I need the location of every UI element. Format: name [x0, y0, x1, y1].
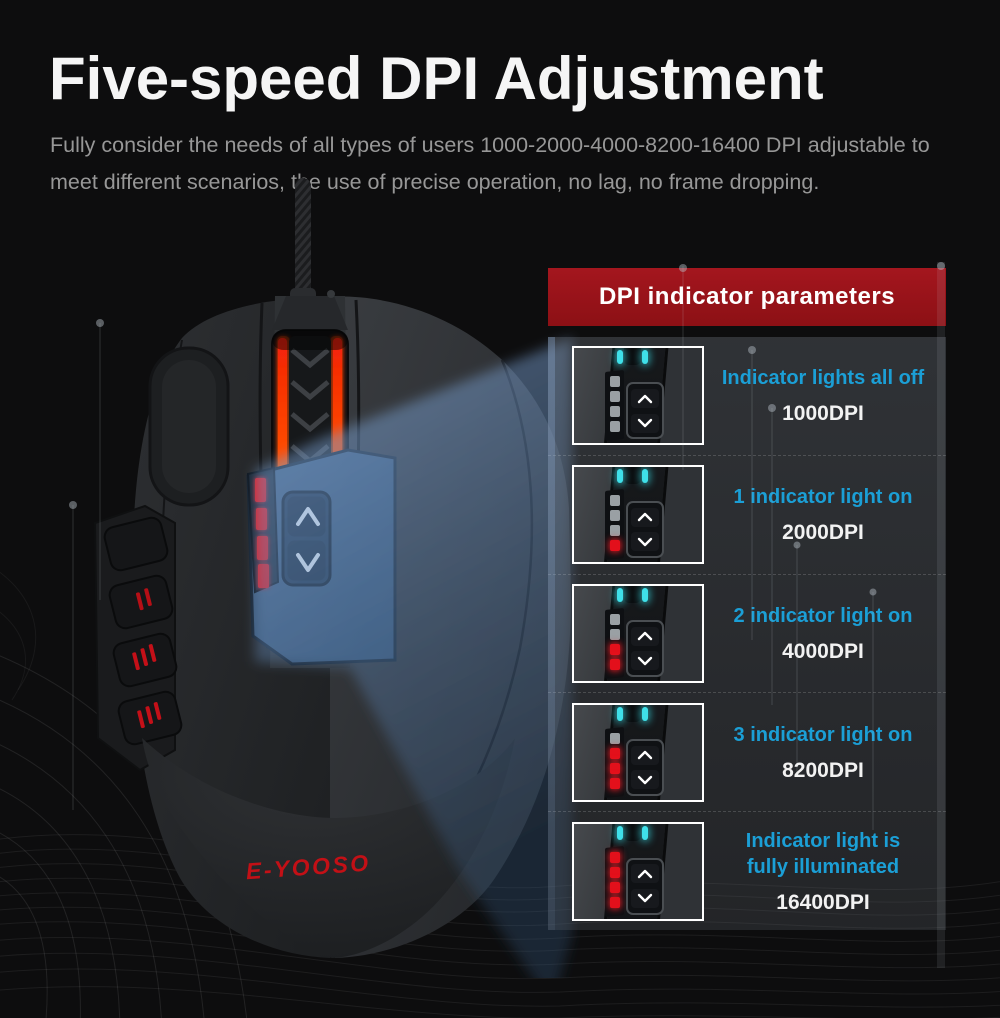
led: [610, 747, 620, 759]
dpi-buttons: [626, 619, 664, 677]
chevron-up-icon: [637, 513, 653, 522]
scroll-wheel-top: [624, 704, 641, 722]
dpi-up-button: [631, 507, 659, 527]
row-text: 1 indicator light on 2000DPI: [704, 484, 946, 545]
dpi-buttons: [626, 857, 664, 915]
led: [610, 540, 620, 552]
dpi-indicator-thumbnail: [572, 346, 704, 446]
dpi-buttons: [626, 382, 664, 440]
chevron-up-icon: [637, 750, 653, 760]
dpi-buttons: [626, 738, 664, 796]
cyan-light-right: [642, 587, 648, 602]
led: [610, 881, 620, 893]
cyan-light-right: [642, 825, 648, 840]
chevron-down-icon: [637, 418, 653, 428]
row-dpi: 8200DPI: [782, 758, 864, 782]
cyan-light-right: [642, 469, 648, 484]
row-dpi: 1000DPI: [782, 402, 864, 426]
row-text: Indicator lights all off 1000DPI: [704, 365, 946, 426]
chevron-up-icon: [637, 869, 653, 879]
chevron-up-icon: [637, 394, 653, 403]
dpi-parameters-table: Indicator lights all off 1000DPI: [548, 337, 946, 930]
led: [610, 628, 620, 640]
row-label: 3 indicator light on: [733, 723, 913, 746]
row-label: 2 indicator light on: [733, 604, 913, 627]
scroll-wheel-top: [624, 823, 641, 841]
dpi-indicator-thumbnail: [572, 465, 704, 565]
row-text: Indicator light is fully illuminated 164…: [704, 828, 946, 915]
dpi-up-button: [631, 389, 659, 409]
scroll-wheel-top: [624, 348, 641, 366]
led: [610, 421, 620, 433]
led: [610, 896, 620, 908]
dpi-down-button: [631, 532, 659, 552]
dpi-up-button: [631, 745, 659, 765]
dpi-buttons: [626, 501, 664, 559]
side-button-pod: [93, 504, 183, 772]
led: [610, 851, 620, 863]
dpi-up-button: [631, 626, 659, 646]
cyan-light-left: [617, 469, 623, 484]
led: [610, 613, 620, 625]
cyan-light-left: [617, 587, 623, 602]
cyan-light-left: [617, 825, 623, 840]
dpi-up-button: [631, 864, 659, 884]
dpi-table-row: Indicator lights all off 1000DPI: [548, 337, 946, 455]
scroll-wheel-top: [624, 585, 641, 603]
dpi-indicator-thumbnail: [572, 821, 704, 921]
page-title: Five-speed DPI Adjustment: [49, 45, 824, 112]
side-buttons: [103, 516, 183, 746]
led: [610, 525, 620, 537]
led: [610, 406, 620, 418]
blue-light-beam: [255, 338, 572, 978]
row-text: 2 indicator light on 4000DPI: [704, 603, 946, 664]
chevron-down-icon: [637, 775, 653, 784]
led: [610, 777, 620, 789]
mouse-product-image: E-YOOSO: [93, 178, 572, 978]
led: [610, 866, 620, 878]
dpi-indicator-thumbnail: [572, 583, 704, 683]
row-label: Indicator lights all off: [721, 367, 925, 390]
row-dpi: 4000DPI: [782, 639, 864, 663]
scroll-wheel-top: [624, 467, 641, 485]
dpi-parameters-header: DPI indicator parameters: [548, 268, 946, 326]
cyan-light-left: [617, 706, 623, 721]
cyan-light-right: [642, 706, 648, 721]
dpi-table-row: 3 indicator light on 8200DPI: [548, 692, 946, 811]
row-label: 1 indicator light on: [733, 486, 913, 509]
chevron-down-icon: [637, 894, 653, 903]
page-description: Fully consider the needs of all types of…: [50, 133, 930, 194]
chevron-up-icon: [637, 632, 653, 641]
led: [610, 376, 620, 388]
row-dpi: 2000DPI: [782, 521, 864, 545]
chevron-down-icon: [637, 537, 653, 547]
dpi-indicator-thumbnail: [572, 702, 704, 802]
dpi-table-row: 2 indicator light on 4000DPI: [548, 573, 946, 693]
row-dpi: 16400DPI: [776, 890, 870, 914]
chevron-down-icon: [637, 656, 653, 665]
dpi-down-button: [631, 651, 659, 671]
dpi-table-row: Indicator light is fully illuminated 164…: [548, 811, 946, 930]
sniper-button: [148, 346, 230, 507]
led: [610, 495, 620, 507]
dpi-parameters-title: DPI indicator parameters: [598, 283, 896, 310]
led: [610, 732, 620, 744]
led: [610, 391, 620, 403]
dpi-down-button: [631, 413, 659, 433]
dpi-down-button: [631, 888, 659, 908]
row-text: 3 indicator light on 8200DPI: [704, 722, 946, 783]
dpi-table-row: 1 indicator light on 2000DPI: [548, 454, 946, 574]
palm-rest: [142, 738, 515, 958]
led: [610, 643, 620, 655]
cyan-light-left: [617, 350, 623, 365]
led: [610, 510, 620, 522]
row-label: Indicator light is fully illuminated: [745, 829, 901, 878]
led: [610, 762, 620, 774]
top-cap: [272, 296, 348, 330]
cyan-light-right: [642, 350, 648, 365]
dpi-down-button: [631, 770, 659, 790]
top-nub: [327, 290, 335, 298]
led: [610, 658, 620, 670]
